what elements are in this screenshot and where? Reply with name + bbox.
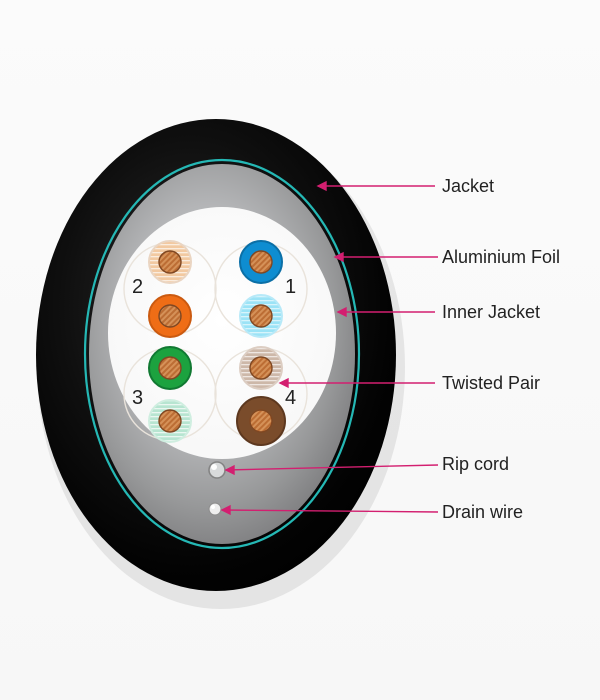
jacket-arrowhead bbox=[316, 180, 327, 192]
inner-jacket-label: Inner Jacket bbox=[442, 302, 540, 322]
drain-wire bbox=[208, 502, 222, 516]
drain-wire-label: Drain wire bbox=[442, 502, 523, 522]
jacket-label: Jacket bbox=[442, 176, 494, 196]
twisted-pair-3 bbox=[148, 346, 192, 443]
twisted-pair-2 bbox=[148, 240, 192, 338]
pair-number-3: 3 bbox=[132, 387, 143, 409]
pointer-lines bbox=[220, 180, 439, 516]
twisted-pair-arrowhead bbox=[278, 377, 289, 389]
aluminium-foil-label: Aluminium Foil bbox=[442, 247, 560, 267]
twisted-pair-label: Twisted Pair bbox=[442, 373, 540, 393]
inner-jacket-arrowhead bbox=[336, 306, 347, 318]
rip-cord-label: Rip cord bbox=[442, 454, 509, 474]
aluminium-foil-arrowhead bbox=[333, 251, 344, 263]
rip-cord-pointer bbox=[225, 464, 439, 471]
drain-wire-arrowhead bbox=[220, 504, 231, 516]
twisted-pair-4 bbox=[236, 346, 286, 446]
pair-number-4: 4 bbox=[285, 387, 296, 409]
pair-number-1: 1 bbox=[285, 276, 296, 298]
cable-core bbox=[108, 207, 336, 459]
rip-cord bbox=[208, 461, 226, 479]
pair-number-2: 2 bbox=[132, 276, 143, 298]
drain-wire-pointer bbox=[221, 509, 439, 513]
aluminium-foil-ring bbox=[83, 158, 361, 550]
rip-cord-arrowhead bbox=[224, 464, 235, 476]
twisted-pair-1 bbox=[239, 240, 283, 338]
